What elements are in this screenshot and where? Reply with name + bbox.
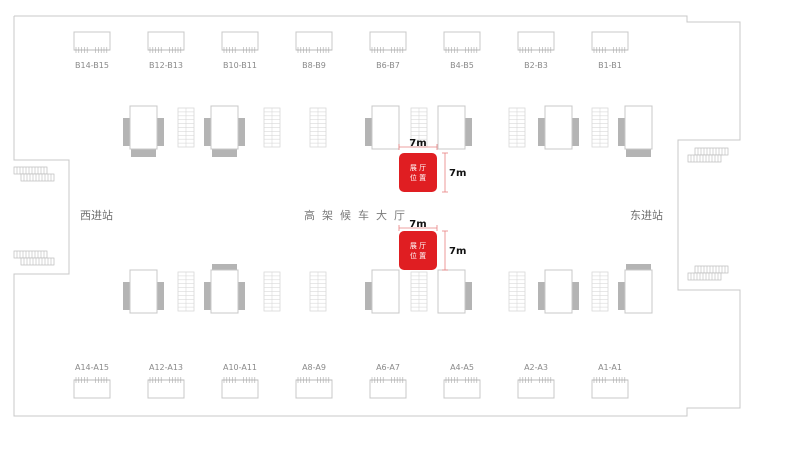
stair-block xyxy=(123,105,164,157)
escalator-icon xyxy=(177,107,195,148)
boarding-gate-top: B2-B3 xyxy=(517,31,555,70)
boarding-gate-bottom: A6-A7 xyxy=(369,363,407,399)
escalator-icon xyxy=(591,107,609,148)
gate-icon xyxy=(443,379,481,399)
booth-label-line2: 位 置 xyxy=(410,251,426,260)
boarding-gate-bottom: A14-A15 xyxy=(73,363,111,399)
gate-icon xyxy=(369,31,407,51)
booth-area[interactable] xyxy=(399,153,437,192)
gate-label: A2-A3 xyxy=(524,363,548,372)
stair-block xyxy=(437,105,472,150)
stair-block xyxy=(365,269,400,314)
gate-label: A6-A7 xyxy=(376,363,400,372)
gate-label: B1-B1 xyxy=(598,61,622,70)
booth-label-line2: 位 置 xyxy=(410,173,426,182)
boarding-gate-bottom: A4-A5 xyxy=(443,363,481,399)
booth-label-line1: 展 厅 xyxy=(410,242,426,250)
escalator-icon xyxy=(177,271,195,312)
gate-icon xyxy=(517,379,555,399)
gate-label: A4-A5 xyxy=(450,363,474,372)
gate-label: B4-B5 xyxy=(450,61,474,70)
gate-icon xyxy=(591,379,629,399)
escalator-icon xyxy=(309,271,327,312)
exhibition-booth[interactable]: 展 厅位 置 7m 7m xyxy=(398,219,466,271)
escalator-icon xyxy=(508,271,526,312)
stairs-icon xyxy=(13,250,48,259)
gate-label: A10-A11 xyxy=(223,363,257,372)
escalator-icon xyxy=(508,107,526,148)
escalator-icon xyxy=(410,107,428,148)
stair-block xyxy=(437,269,472,314)
boarding-gate-top: B1-B1 xyxy=(591,31,629,70)
stairs-icon xyxy=(20,257,55,266)
gate-icon xyxy=(295,379,333,399)
exhibition-booth[interactable]: 展 厅位 置 7m 7m xyxy=(398,138,466,193)
gate-label: B8-B9 xyxy=(302,61,326,70)
stair-block xyxy=(538,269,579,314)
depth-dimension: 7m xyxy=(449,168,466,179)
boarding-gate-top: B10-B11 xyxy=(221,31,259,70)
width-dimension: 7m xyxy=(409,219,426,230)
gate-icon xyxy=(517,31,555,51)
escalator-icon xyxy=(263,271,281,312)
building-outline xyxy=(13,15,741,417)
stair-block xyxy=(365,105,400,150)
gate-icon xyxy=(73,379,111,399)
stair-block xyxy=(618,264,653,314)
stair-block xyxy=(538,105,579,150)
boarding-gate-top: B4-B5 xyxy=(443,31,481,70)
gate-icon xyxy=(73,31,111,51)
gate-label: B12-B13 xyxy=(149,61,183,70)
stair-block xyxy=(204,264,245,314)
stairs-icon xyxy=(20,173,55,182)
stair-block xyxy=(123,269,164,314)
boarding-gate-top: B8-B9 xyxy=(295,31,333,70)
gate-icon xyxy=(295,31,333,51)
gate-icon xyxy=(443,31,481,51)
booth-label-line1: 展 厅 xyxy=(410,164,426,172)
boarding-gate-bottom: A10-A11 xyxy=(221,363,259,399)
gate-label: A14-A15 xyxy=(75,363,109,372)
stair-block xyxy=(618,105,653,157)
hall-label: 高架候车大厅 xyxy=(304,208,412,222)
gate-icon xyxy=(591,31,629,51)
width-dimension: 7m xyxy=(409,138,426,149)
stairs-icon xyxy=(687,272,722,281)
boarding-gate-bottom: A12-A13 xyxy=(147,363,185,399)
escalator-icon xyxy=(591,271,609,312)
booth-area[interactable] xyxy=(399,231,437,270)
gate-icon xyxy=(221,379,259,399)
boarding-gate-top: B14-B15 xyxy=(73,31,111,70)
gate-label: B10-B11 xyxy=(223,61,257,70)
gate-icon xyxy=(147,31,185,51)
boarding-gate-bottom: A2-A3 xyxy=(517,363,555,399)
gate-icon xyxy=(221,31,259,51)
boarding-gate-bottom: A8-A9 xyxy=(295,363,333,399)
west-entrance-label: 西进站 xyxy=(80,208,113,222)
depth-dimension: 7m xyxy=(449,246,466,257)
gate-label: B6-B7 xyxy=(376,61,400,70)
gate-label: A12-A13 xyxy=(149,363,183,372)
stairs-icon xyxy=(687,154,722,163)
gate-label: B14-B15 xyxy=(75,61,109,70)
gate-label: A1-A1 xyxy=(598,363,622,372)
stairs-icon xyxy=(694,265,729,274)
stair-block xyxy=(204,105,245,157)
gate-label: A8-A9 xyxy=(302,363,326,372)
boarding-gate-top: B12-B13 xyxy=(147,31,185,70)
escalator-icon xyxy=(263,107,281,148)
gate-icon xyxy=(147,379,185,399)
boarding-gate-bottom: A1-A1 xyxy=(591,363,629,399)
gate-label: B2-B3 xyxy=(524,61,548,70)
gate-icon xyxy=(369,379,407,399)
escalator-icon xyxy=(410,271,428,312)
escalator-icon xyxy=(309,107,327,148)
east-entrance-label: 东进站 xyxy=(630,208,663,222)
boarding-gate-top: B6-B7 xyxy=(369,31,407,70)
stairs-icon xyxy=(13,166,48,175)
stairs-icon xyxy=(694,147,729,156)
